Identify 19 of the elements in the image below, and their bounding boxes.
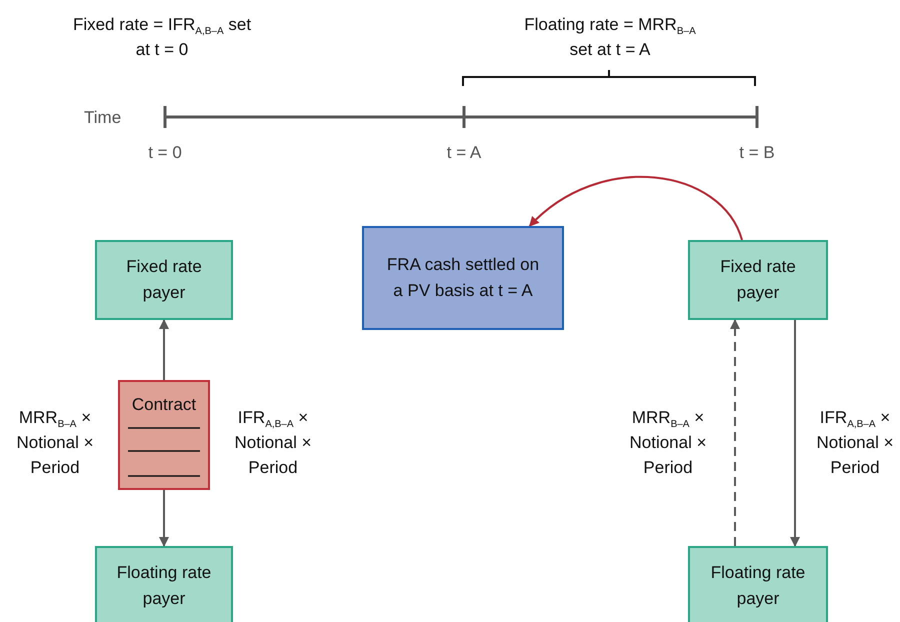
- arrow: [528, 176, 743, 240]
- payment-formula: IFR$_{A,B–A}$ × Notional × Period: [233, 407, 313, 479]
- arrow: [159, 319, 169, 380]
- arrow: [159, 490, 169, 547]
- settlement-box: FRA cash settled on a PV basis at t = A: [362, 226, 564, 330]
- party-box: Fixed rate payer: [688, 240, 828, 320]
- tick-label: t = B: [739, 143, 775, 162]
- tick-label: t = 0: [148, 143, 182, 162]
- rate-note: Floating rate = MRR$_{B–A}$ set at t = A: [524, 15, 696, 59]
- contract-document: Contract: [118, 380, 210, 490]
- party-box: Fixed rate payer: [95, 240, 233, 320]
- party-box: Floating rate payer: [688, 546, 828, 622]
- payment-formula: MRR$_{B–A}$ × Notional × Period: [15, 407, 95, 479]
- arrow: [730, 319, 740, 546]
- party-box: Floating rate payer: [95, 546, 233, 622]
- rate-note: Fixed rate = IFR$_{A,B–A}$ set at t = 0: [72, 15, 252, 59]
- axis-label: Time: [84, 108, 122, 127]
- tick-label: t = A: [446, 143, 482, 162]
- arrow: [790, 320, 800, 547]
